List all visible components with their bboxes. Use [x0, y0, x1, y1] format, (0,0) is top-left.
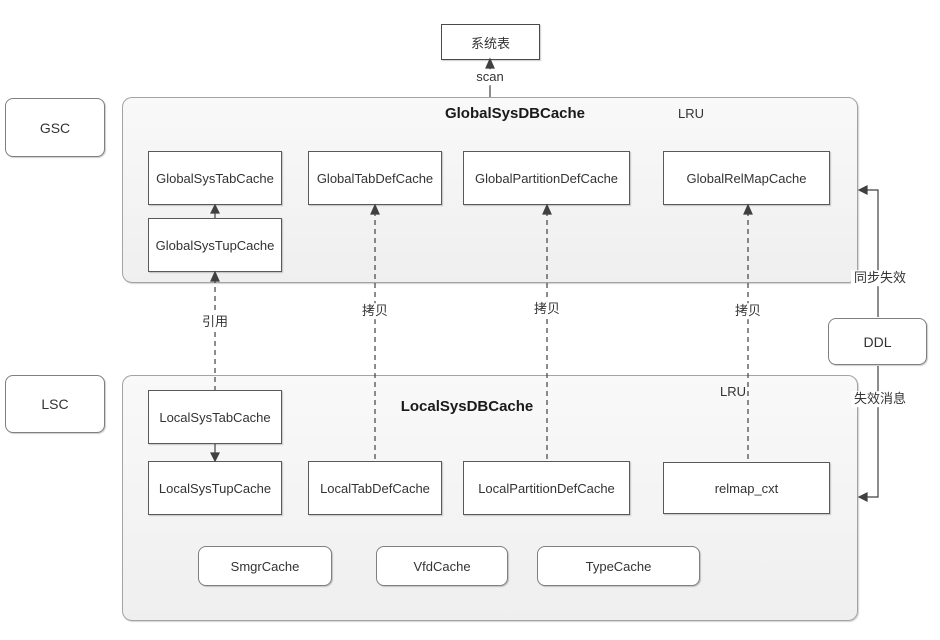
local-lru-label: LRU [719, 384, 746, 399]
sync-invalidation-label: 同步失效 [850, 270, 910, 286]
copy-label-3: 拷贝 [731, 303, 765, 319]
global-tab-def-cache-box: GlobalTabDefCache [308, 151, 442, 205]
scan-arrowhead [485, 57, 495, 69]
local-sys-tab-cache-box: LocalSysTabCache [148, 390, 282, 444]
lsc-node: LSC [5, 375, 105, 433]
system-table-node: 系统表 [441, 24, 540, 60]
local-container-title: LocalSysDBCache [400, 398, 534, 415]
sync-invalidation-arrowhead [857, 185, 868, 195]
smgr-cache-box: SmgrCache [198, 546, 332, 586]
sync-invalidation-line [862, 189, 879, 317]
copy-label-2: 拷贝 [530, 301, 564, 317]
local-sys-tup-cache-box: LocalSysTupCache [148, 461, 282, 515]
local-tab-def-cache-box: LocalTabDefCache [308, 461, 442, 515]
global-container-title: GlobalSysDBCache [444, 105, 586, 122]
relmap-cxt-box: relmap_cxt [663, 462, 830, 514]
type-cache-box: TypeCache [537, 546, 700, 586]
invalidation-message-arrowhead [857, 492, 868, 502]
reference-label: 引用 [198, 314, 232, 330]
global-rel-map-cache-box: GlobalRelMapCache [663, 151, 830, 205]
local-partition-def-cache-box: LocalPartitionDefCache [463, 461, 630, 515]
copy-label-1: 拷贝 [358, 303, 392, 319]
scan-label: scan [473, 69, 507, 85]
invalidation-message-label: 失效消息 [850, 391, 910, 407]
vfd-cache-box: VfdCache [376, 546, 508, 586]
invalidation-message-line [862, 366, 879, 498]
gsc-node: GSC [5, 98, 105, 157]
ddl-node: DDL [828, 318, 927, 365]
global-sys-tab-cache-box: GlobalSysTabCache [148, 151, 282, 205]
global-partition-def-cache-box: GlobalPartitionDefCache [463, 151, 630, 205]
global-lru-label: LRU [677, 106, 704, 121]
global-sys-tup-cache-box: GlobalSysTupCache [148, 218, 282, 272]
